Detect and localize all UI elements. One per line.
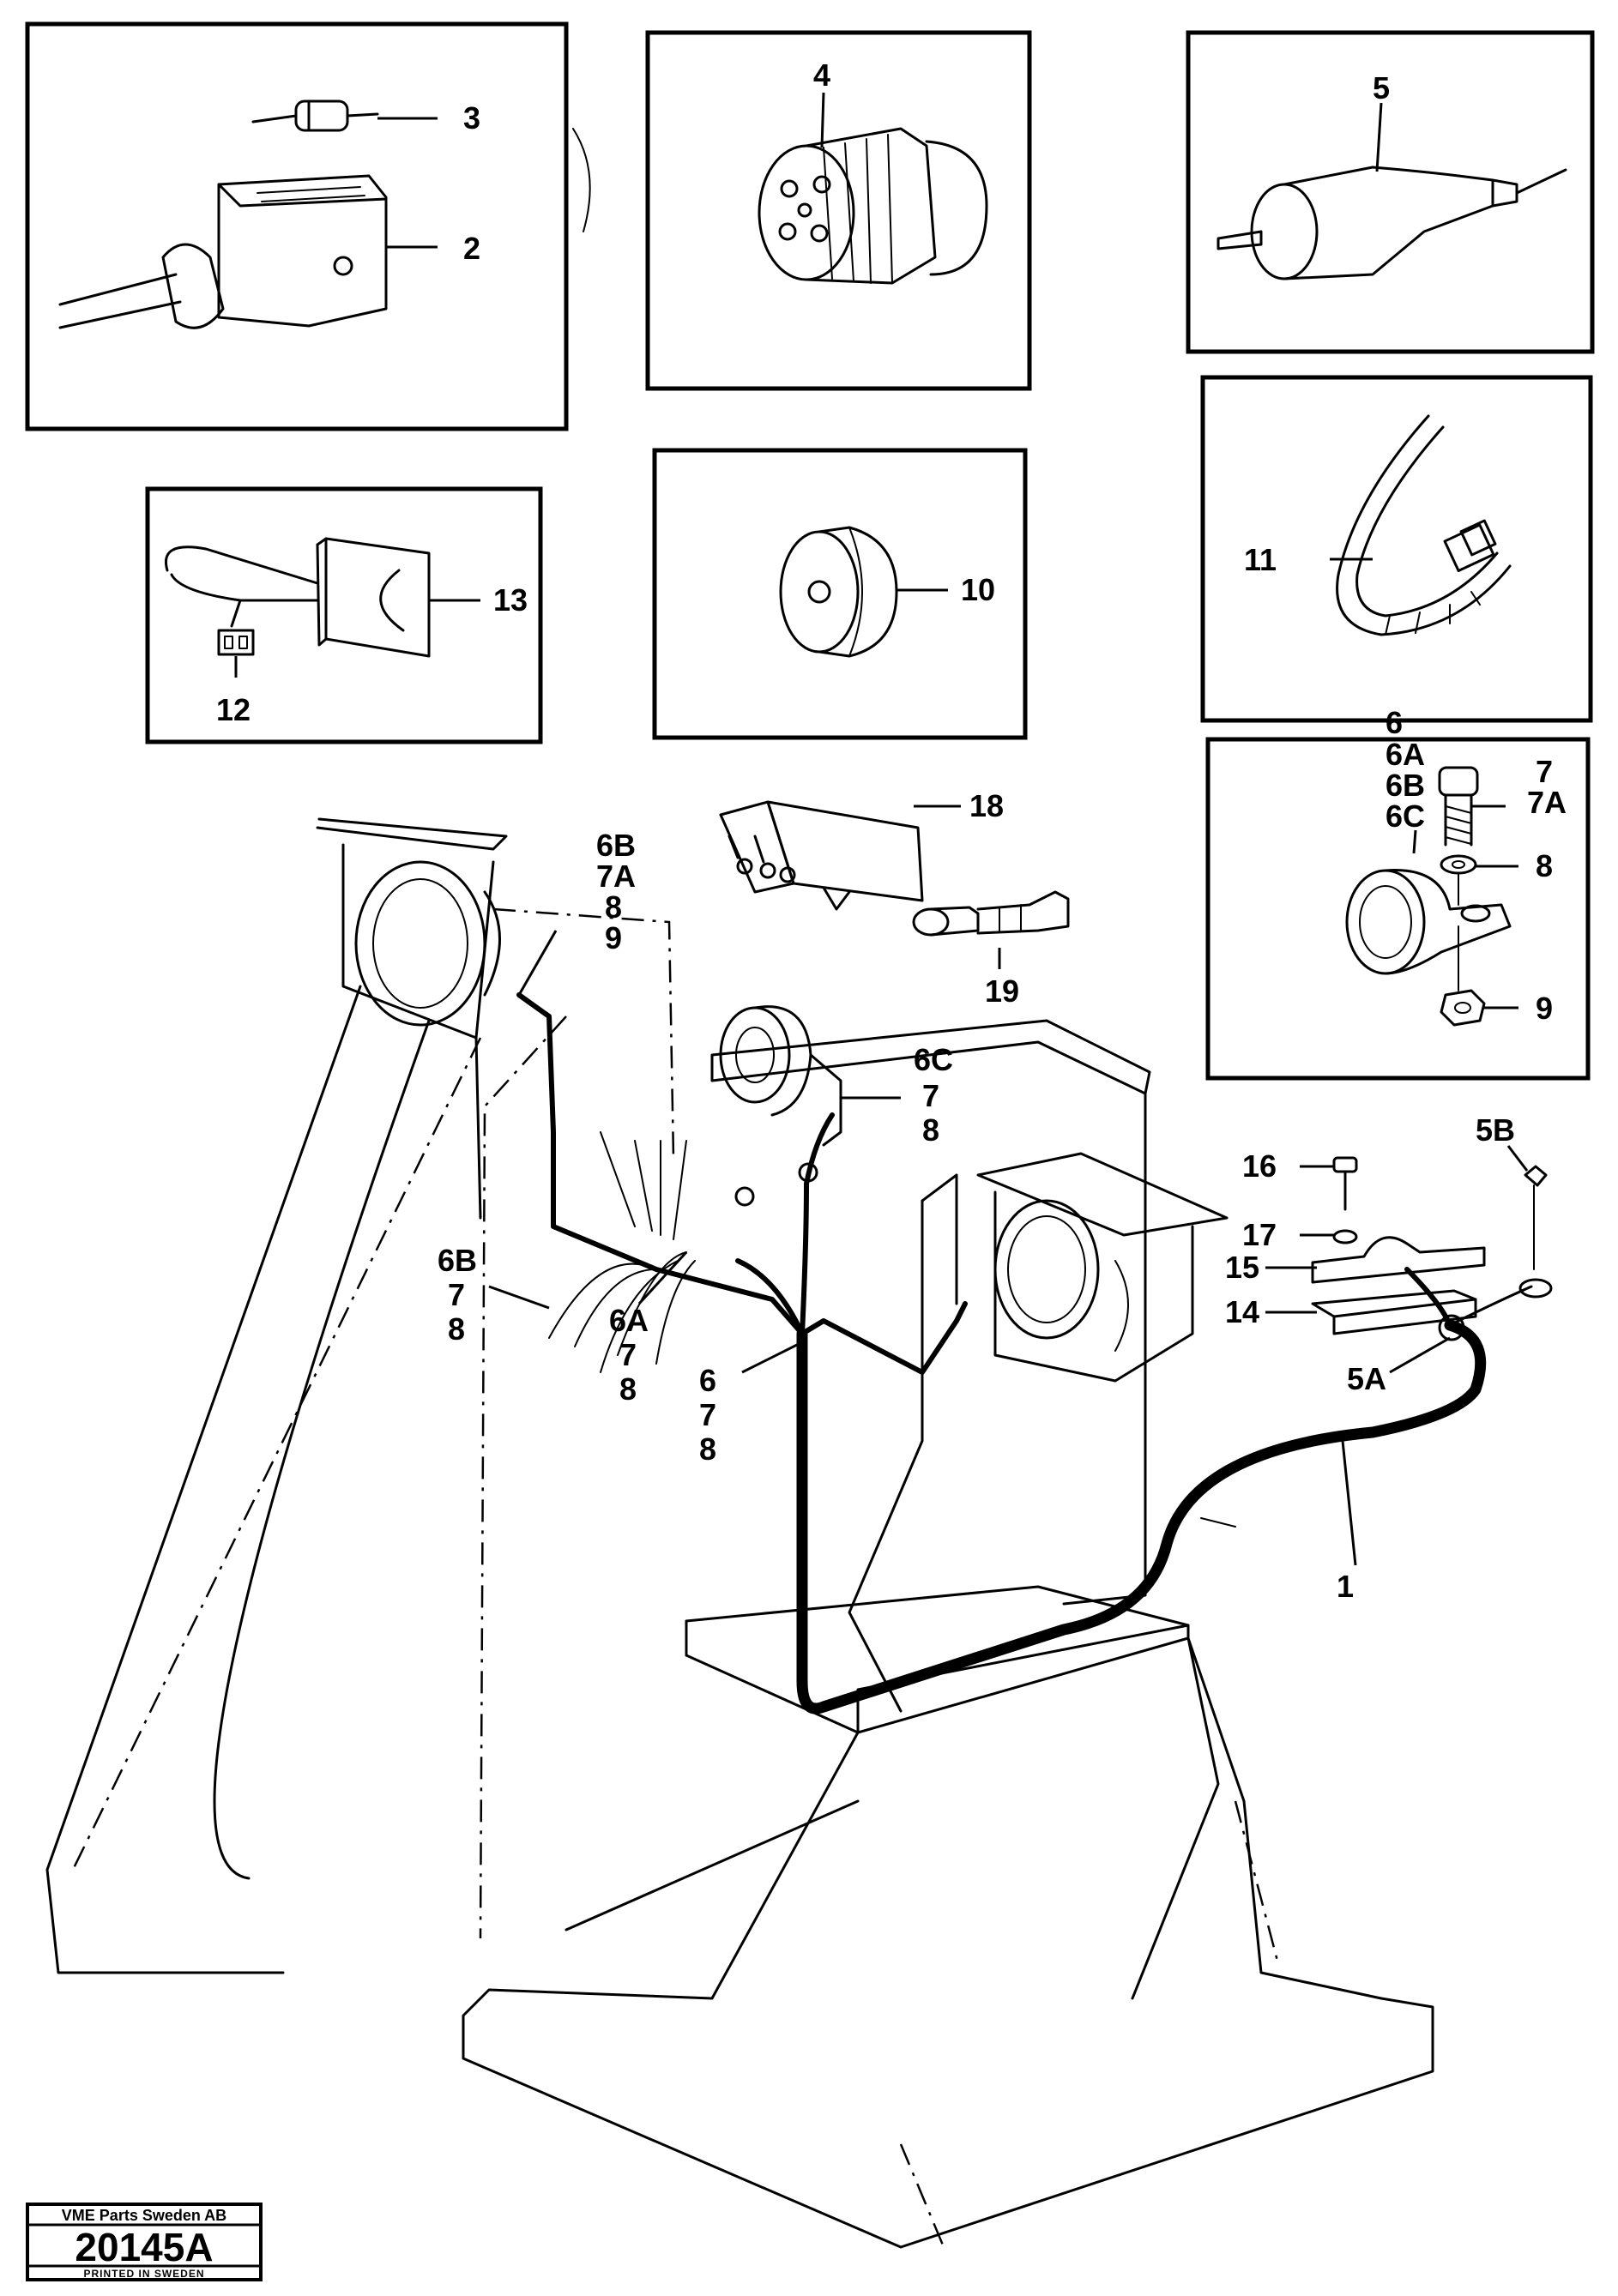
- round-connector-part-4: [758, 127, 988, 285]
- screw-part-5b: [1518, 1165, 1553, 1299]
- label-16: 16: [1242, 1148, 1277, 1184]
- label-12: 12: [216, 692, 251, 727]
- label-13: 13: [493, 582, 528, 618]
- label-17: 17: [1242, 1217, 1277, 1252]
- ground-wire-part-5a: [1404, 1267, 1452, 1328]
- label-18: 18: [969, 788, 1004, 823]
- detail-box-connector-5: [1186, 30, 1595, 354]
- label-left-8: 8: [448, 1311, 465, 1347]
- plate-part-14: [1311, 1289, 1477, 1335]
- label-mid-6a: 6A: [609, 1303, 649, 1338]
- stamp-printed: PRINTED IN SWEDEN: [83, 2268, 204, 2280]
- loader-frame: [45, 817, 1434, 2249]
- screw-part-7: [1438, 766, 1479, 847]
- label-clip-6b: 6B: [1386, 768, 1425, 803]
- label-ctr-8: 8: [699, 1431, 716, 1467]
- label-4: 4: [813, 57, 830, 93]
- label-19: 19: [985, 973, 1019, 1009]
- label-5: 5: [1373, 70, 1390, 105]
- label-ctr-6: 6: [699, 1363, 716, 1398]
- label-14: 14: [1225, 1294, 1259, 1329]
- switch-part-13: [165, 537, 431, 658]
- label-lamp-6b: 6B: [596, 828, 636, 863]
- leader-lines: [234, 92, 1529, 1566]
- label-nut-9: 9: [1536, 991, 1553, 1026]
- horn: [719, 1005, 842, 1147]
- label-clip-6c: 6C: [1386, 798, 1425, 834]
- cable-harness: [516, 992, 1533, 1714]
- label-mid-8: 8: [619, 1371, 637, 1407]
- label-15: 15: [1225, 1250, 1259, 1285]
- label-clip-6: 6: [1386, 705, 1403, 740]
- label-2: 2: [463, 231, 480, 266]
- connector-part-2: [58, 174, 388, 329]
- diode-part-3: [251, 99, 379, 132]
- detail-box-connector-2-3: [25, 21, 591, 431]
- clamp-part-15: [1311, 1236, 1486, 1284]
- label-clip-6a: 6A: [1386, 737, 1425, 772]
- label-5b: 5B: [1476, 1112, 1515, 1148]
- label-horn-7: 7: [922, 1078, 939, 1113]
- detail-box-connector-4: [645, 30, 1032, 391]
- main-cable-part-1: [796, 1319, 1487, 1714]
- label-screw-7: 7: [1536, 754, 1553, 789]
- bolt-part-16: [1332, 1156, 1358, 1211]
- stamp-code: 20145A: [75, 2225, 213, 2269]
- washer-part-8: [1440, 854, 1477, 875]
- detail-box-switch-12-13: [145, 486, 543, 744]
- label-10: 10: [961, 572, 995, 607]
- detail-box-cable-tie-11: [1200, 375, 1593, 723]
- label-5a: 5A: [1347, 1361, 1386, 1396]
- label-left-7: 7: [448, 1277, 465, 1312]
- p-clip-part-6: [1345, 869, 1512, 975]
- label-washer-8: 8: [1536, 848, 1553, 883]
- nut-part-9: [1440, 989, 1486, 1027]
- label-horn-6c: 6C: [914, 1042, 953, 1077]
- label-3: 3: [463, 100, 480, 136]
- label-11: 11: [1244, 542, 1277, 577]
- cable-plug-part-5: [1217, 166, 1567, 280]
- label-mid-7: 7: [619, 1337, 637, 1372]
- relay-part-18: [719, 800, 924, 911]
- label-lamp-9: 9: [605, 920, 622, 955]
- label-1: 1: [1337, 1569, 1354, 1604]
- detail-box-clip-6-9: [1205, 737, 1591, 1081]
- cable-tie-part-11: [1336, 414, 1512, 636]
- label-screw-7a: 7A: [1527, 785, 1567, 820]
- label-left-6b: 6B: [438, 1243, 477, 1278]
- bracket-assembly: [1311, 1156, 1553, 1335]
- part-labels: 3 2 4 5 11 10 13 12 6 6A 6B 6C 7 7A 8 9 …: [216, 57, 1567, 1604]
- stamp-company: VME Parts Sweden AB: [62, 2207, 226, 2224]
- label-lamp-7a: 7A: [596, 859, 636, 894]
- detail-box-grommet-10: [652, 448, 1028, 740]
- plug-part-12: [217, 629, 255, 656]
- label-horn-8: 8: [922, 1112, 939, 1148]
- washer-part-17: [1332, 1229, 1358, 1244]
- label-lamp-8: 8: [605, 889, 622, 925]
- grommet-part-10: [779, 526, 898, 658]
- label-ctr-7: 7: [699, 1397, 716, 1432]
- drawing-stamp: VME Parts Sweden AB 20145A PRINTED IN SW…: [26, 2203, 263, 2281]
- terminal-part-19: [912, 890, 1070, 937]
